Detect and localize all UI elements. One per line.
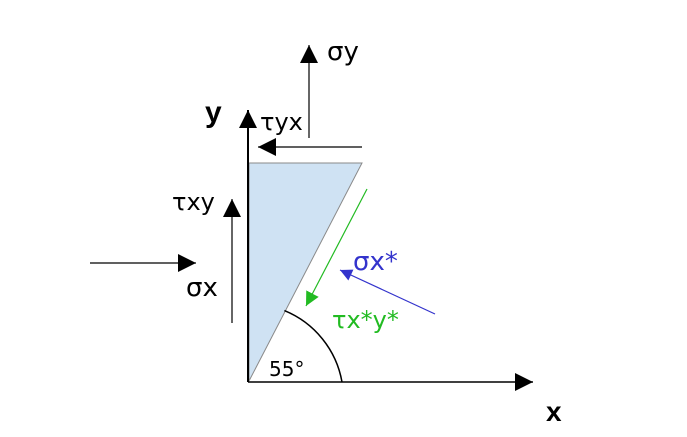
sigma-x-label: σx xyxy=(186,273,218,303)
tau-x-star-y-star-label: τx*y* xyxy=(332,306,399,334)
sigma-y-label: σy xyxy=(327,37,359,67)
sigma-x-star-label: σx* xyxy=(353,247,398,277)
tau-yx-label: τyx xyxy=(260,108,303,136)
angle-arc xyxy=(284,309,343,383)
y-axis-label: y xyxy=(205,96,222,129)
sigma-x-star-arrow xyxy=(339,269,436,315)
x-axis-label: x xyxy=(546,396,562,427)
angle-label: 55° xyxy=(269,357,304,381)
tau-x-star-y-star-arrow xyxy=(305,188,368,307)
tau-xy-label: τxy xyxy=(172,188,215,216)
